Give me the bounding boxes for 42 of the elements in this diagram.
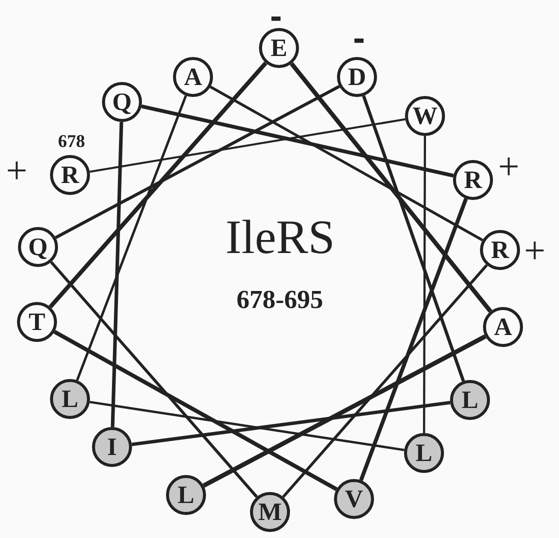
- residue-circle: I: [92, 427, 132, 467]
- helix-connector-line: [362, 95, 465, 382]
- helix-connector-line: [54, 85, 340, 239]
- charge-sign: +: [498, 148, 520, 186]
- residue-circle: D: [337, 57, 377, 97]
- residue-circle: L: [166, 475, 206, 515]
- residue-circle: L: [404, 433, 444, 473]
- charge-sign: +: [6, 152, 28, 190]
- residue-circle: R: [480, 230, 520, 270]
- residue-range: 678-695: [236, 287, 324, 313]
- helix-connector-line: [90, 118, 406, 173]
- helix-connector-line: [76, 95, 188, 381]
- charge-sign: +: [524, 232, 546, 270]
- helix-connector-line: [110, 122, 124, 428]
- residue-circle: L: [50, 379, 90, 419]
- helix-connector-line: [359, 198, 468, 481]
- helix-connector-line: [132, 400, 450, 446]
- residue-circle: A: [173, 57, 213, 97]
- helix-connector-line: [282, 264, 488, 498]
- residue-circle: V: [334, 479, 374, 519]
- residue-circle: R: [453, 160, 493, 200]
- residue-circle: T: [17, 302, 57, 342]
- residue-circle: Q: [18, 227, 58, 267]
- helix-connector-line: [202, 334, 486, 488]
- residue-number: 678: [58, 132, 85, 150]
- helix-connector-line: [48, 62, 268, 308]
- residue-circle: M: [250, 492, 290, 532]
- residue-circle: W: [405, 96, 445, 136]
- residue-circle: L: [450, 380, 490, 420]
- residue-circle: R: [50, 155, 90, 195]
- charge-sign: -: [353, 20, 365, 56]
- residue-circle: E: [259, 28, 299, 68]
- helix-connector-line: [422, 136, 426, 433]
- helix-connector-line: [53, 330, 338, 491]
- protein-name: IleRS: [226, 214, 335, 262]
- helix-connector-line: [290, 62, 492, 313]
- residue-circle: Q: [102, 82, 142, 122]
- helix-connector-line: [50, 261, 258, 498]
- helix-connector-line: [210, 86, 484, 242]
- helix-connector-line: [90, 400, 404, 452]
- residue-circle: A: [483, 307, 523, 347]
- helix-connector-line: [141, 104, 454, 178]
